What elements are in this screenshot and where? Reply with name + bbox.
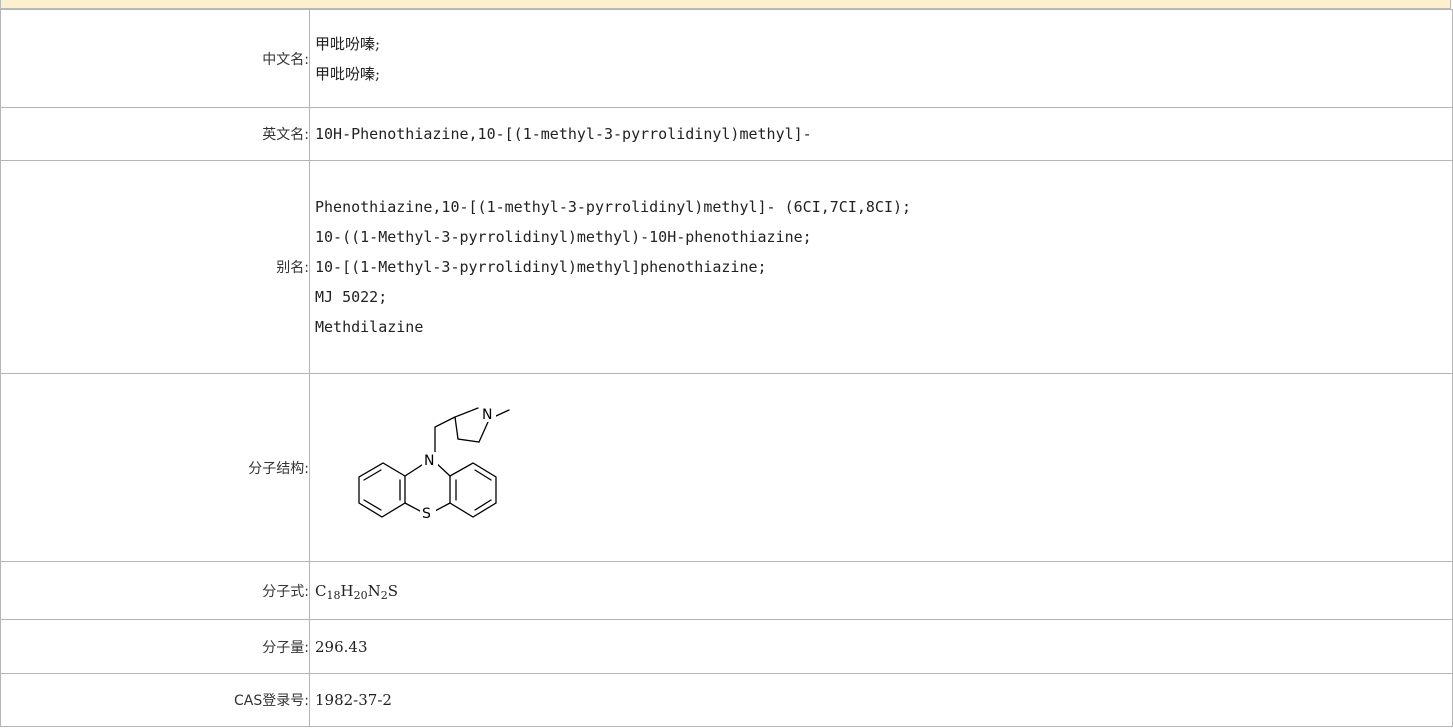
formula-c-count: 18 xyxy=(326,588,341,602)
molecule-structure-image: N N S xyxy=(358,405,510,522)
alias-item: Methdilazine xyxy=(315,318,424,336)
row-cas: CAS登录号: 1982-37-2 xyxy=(0,673,1453,727)
row-aliases: 别名: Phenothiazine,10-[(1-methyl-3-pyrrol… xyxy=(0,160,1453,374)
value-structure: N N S xyxy=(309,373,1453,562)
label-aliases: 别名: xyxy=(0,160,310,374)
ch2-linker-bond xyxy=(434,415,456,453)
atom-s-ring: S xyxy=(422,506,431,522)
alias-item: 10-((1-Methyl-3-pyrrolidinyl)methyl)-10H… xyxy=(315,228,812,246)
atom-n-pyrrolidine: N xyxy=(482,407,492,423)
label-english-name: 英文名: xyxy=(0,107,310,161)
formula-c: C xyxy=(315,581,327,600)
alias-item: MJ 5022; xyxy=(315,288,388,306)
row-formula: 分子式: C18H20N2S xyxy=(0,561,1453,620)
formula-h-count: 20 xyxy=(353,588,368,602)
label-weight: 分子量: xyxy=(0,619,310,674)
label-formula: 分子式: xyxy=(0,561,310,620)
value-cas: 1982-37-2 xyxy=(309,673,1453,727)
chinese-name-1: 甲吡吩嗪; xyxy=(315,34,381,53)
label-chinese-name: 中文名: xyxy=(0,9,310,108)
value-chinese-name: 甲吡吩嗪; 甲吡吩嗪; xyxy=(309,9,1453,108)
compound-info-table: 中文名: 甲吡吩嗪; 甲吡吩嗪; 英文名: 10H-Phenothiazine,… xyxy=(0,9,1453,727)
atom-n-ring: N xyxy=(424,453,434,469)
formula-n-count: 2 xyxy=(380,588,388,602)
formula-s: S xyxy=(387,581,398,600)
value-formula: C18H20N2S xyxy=(309,561,1453,620)
header-bar xyxy=(0,0,1451,9)
formula-h: H xyxy=(340,581,354,600)
alias-item: 10-[(1-Methyl-3-pyrrolidinyl)methyl]phen… xyxy=(315,258,767,276)
value-english-name: 10H-Phenothiazine,10-[(1-methyl-3-pyrrol… xyxy=(309,107,1453,161)
label-structure: 分子结构: xyxy=(0,373,310,562)
formula-n: N xyxy=(367,581,381,600)
value-aliases: Phenothiazine,10-[(1-methyl-3-pyrrolidin… xyxy=(309,160,1453,374)
row-english-name: 英文名: 10H-Phenothiazine,10-[(1-methyl-3-p… xyxy=(0,107,1453,161)
label-cas: CAS登录号: xyxy=(0,673,310,727)
row-weight: 分子量: 296.43 xyxy=(0,619,1453,674)
left-benzene-ring xyxy=(358,461,406,518)
row-structure: 分子结构: xyxy=(0,373,1453,562)
right-benzene-ring xyxy=(449,461,497,518)
chinese-name-2: 甲吡吩嗪; xyxy=(315,64,381,83)
row-chinese-name: 中文名: 甲吡吩嗪; 甲吡吩嗪; xyxy=(0,9,1453,108)
value-weight: 296.43 xyxy=(309,619,1453,674)
alias-item: Phenothiazine,10-[(1-methyl-3-pyrrolidin… xyxy=(315,198,912,216)
